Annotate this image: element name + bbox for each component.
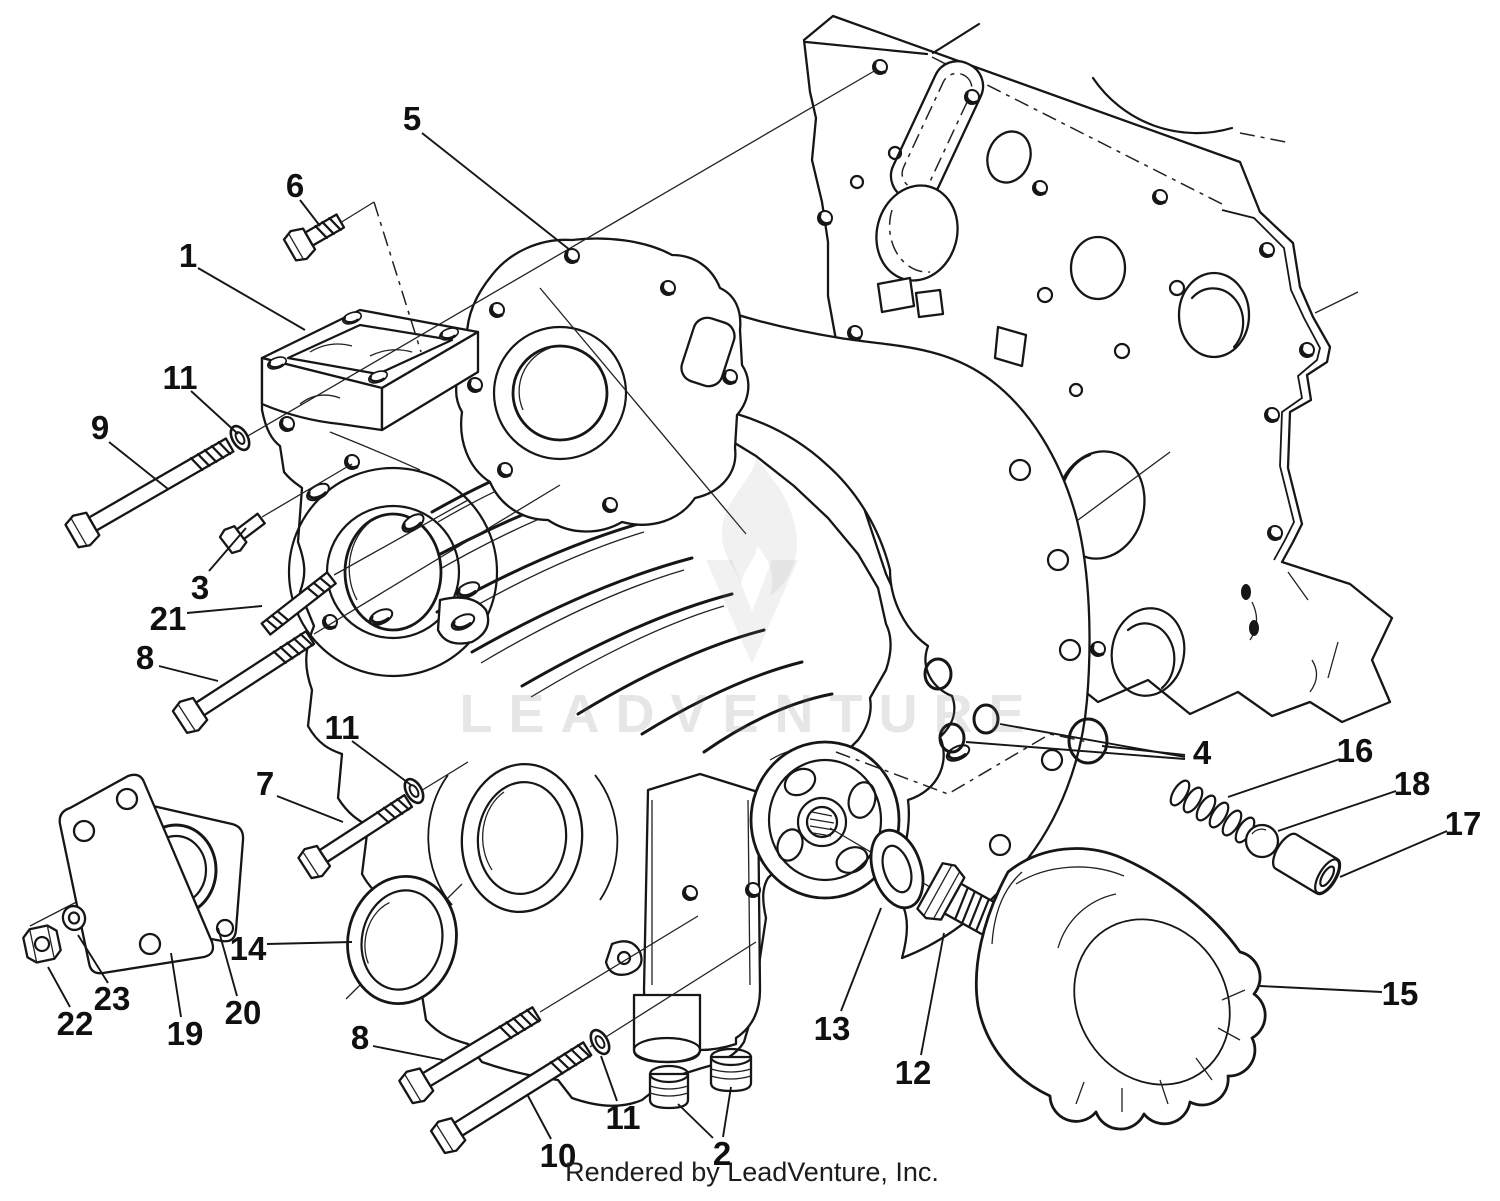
cover-ribs <box>418 453 834 754</box>
callout-label-11-8: 11 <box>325 709 360 746</box>
callout-leader-1 <box>197 267 306 331</box>
watermark-flame-icon <box>721 458 797 596</box>
part-plate-19 <box>58 773 215 975</box>
part-bolt-9 <box>64 437 235 549</box>
part-oil-pump-rotor <box>749 740 901 900</box>
part-gasket-flange <box>455 237 750 533</box>
callout-leader-11 <box>600 1055 618 1102</box>
callout-label-20-14: 20 <box>225 994 262 1031</box>
callout-label-12-20: 12 <box>895 1054 932 1091</box>
footer-credit: Rendered by LeadVenture, Inc. <box>565 1157 939 1187</box>
part-oring-4d <box>1067 717 1109 765</box>
callout-leader-22 <box>47 966 71 1008</box>
callout-leader-4 <box>999 723 1186 758</box>
callout-label-10-16: 10 <box>540 1137 577 1174</box>
part-mount-flange-box <box>260 308 480 432</box>
callout-label-23-11: 23 <box>94 980 131 1017</box>
part-bolt-6 <box>282 213 346 262</box>
part-washer-13 <box>869 828 925 910</box>
part-bolt-8-upper <box>171 630 316 735</box>
callout-label-13-19: 13 <box>814 1010 851 1047</box>
callout-label-9-4: 9 <box>91 409 109 446</box>
part-oring-4a <box>923 657 953 691</box>
callout-leader-18 <box>1277 790 1397 832</box>
callout-label-21-6: 21 <box>150 600 187 637</box>
callout-label-7-9: 7 <box>256 765 274 802</box>
part-plug-2a <box>648 1064 690 1110</box>
part-orings-4 <box>923 657 1109 765</box>
callout-leader-20 <box>217 927 238 997</box>
callout-label-15-25: 15 <box>1382 975 1419 1012</box>
callout-leader-8 <box>158 665 219 682</box>
callout-label-6-2: 6 <box>286 167 304 204</box>
callout-leader-7 <box>276 795 344 823</box>
callout-label-1-0: 1 <box>179 237 197 274</box>
callout-label-5-1: 5 <box>403 100 421 137</box>
part-oil-seal-14 <box>346 874 458 1006</box>
assembly-axis-lines <box>29 69 1089 1048</box>
part-spring-16 <box>1169 779 1256 844</box>
part-ball-18 <box>1244 823 1280 859</box>
callout-leader-21 <box>186 605 263 614</box>
callout-leader-4 <box>965 741 1186 760</box>
callout-leader-8 <box>372 1045 444 1061</box>
callout-leader-2 <box>722 1086 732 1138</box>
callout-label-3-5: 3 <box>191 569 209 606</box>
part-washer-23 <box>61 904 87 932</box>
callout-leader-14 <box>266 941 353 945</box>
callout-label-19-13: 19 <box>167 1015 204 1052</box>
callout-leader-5 <box>421 132 571 251</box>
callout-leader-12 <box>920 932 945 1056</box>
callout-label-22-12: 22 <box>57 1005 94 1042</box>
callout-leader-9 <box>108 441 169 490</box>
callout-leader-16 <box>1227 758 1341 798</box>
callout-leader-17 <box>1339 830 1448 878</box>
callout-label-17-24: 17 <box>1445 805 1482 842</box>
part-bolt-8-lower <box>398 1006 542 1105</box>
callout-leader-11 <box>190 390 239 435</box>
callout-label-16-22: 16 <box>1337 732 1374 769</box>
callout-label-14-10: 14 <box>230 930 267 967</box>
callout-leader-2 <box>677 1103 714 1139</box>
callout-leader-3 <box>208 527 247 572</box>
part-bolt-7 <box>297 793 414 880</box>
callout-label-8-7: 8 <box>136 639 154 676</box>
callout-leader-11 <box>351 740 412 786</box>
callout-leader-15 <box>1259 985 1383 993</box>
callout-label-11-17: 11 <box>606 1099 641 1136</box>
callout-leader-23 <box>77 934 109 984</box>
callout-label-11-3: 11 <box>163 359 198 396</box>
part-plug-17 <box>1272 832 1342 896</box>
part-oring-4c <box>972 703 1000 735</box>
callout-leader-6 <box>299 199 321 227</box>
watermark-shield-icon <box>706 560 798 664</box>
callout-label-18-23: 18 <box>1394 765 1431 802</box>
callout-label-8-15: 8 <box>351 1019 369 1056</box>
watermark-text: LEADVENTURE <box>459 684 1040 744</box>
callout-leader-19 <box>170 952 182 1018</box>
callout-label-4-21: 4 <box>1193 734 1212 771</box>
callout-leader-13 <box>840 907 882 1012</box>
callout-leader-10 <box>526 1093 552 1140</box>
part-nut-22 <box>22 924 62 964</box>
part-oil-filter-15 <box>974 847 1267 1131</box>
callout-label-2-18: 2 <box>713 1135 731 1172</box>
watermark: LEADVENTURE <box>459 458 1040 744</box>
part-oring-4b <box>938 722 966 754</box>
part-stud-21 <box>260 571 337 636</box>
